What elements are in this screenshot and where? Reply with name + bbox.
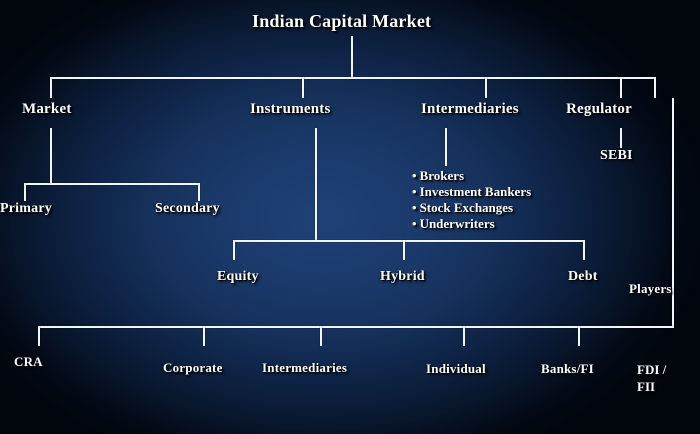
connector-stub-debt (583, 240, 585, 260)
connector-title-stem (351, 36, 353, 77)
bullet-item: Underwriters (412, 216, 531, 232)
connector-players-stem (672, 98, 674, 327)
node-corporate: Corporate (163, 360, 223, 375)
node-sebi: SEBI (600, 148, 633, 163)
connector-stub-equity (233, 240, 235, 260)
connector-market-stem (50, 128, 52, 184)
node-individual: Individual (426, 361, 486, 376)
intermediaries-bullet-list: Brokers Investment Bankers Stock Exchang… (412, 168, 532, 232)
node-market: Market (22, 101, 72, 117)
bullet-item: Investment Bankers (412, 184, 532, 200)
connector-market-bus (24, 183, 200, 185)
node-banks-fi: Banks/FI (541, 361, 594, 376)
connector-stub-individual (463, 326, 465, 346)
node-regulator: Regulator (566, 101, 632, 117)
connector-stub-bus-end (654, 77, 656, 98)
connector-stub-intermediaries-bottom (320, 326, 322, 346)
connector-stub-banks-fi (578, 326, 580, 346)
node-primary: Primary (0, 201, 52, 216)
connector-stub-market (50, 77, 52, 98)
connector-instruments-stem (315, 128, 317, 241)
node-intermediaries-bottom: Intermediaries (262, 360, 348, 375)
bullet-item: Brokers (412, 168, 531, 184)
connector-regulator-stem (620, 128, 622, 148)
connector-stub-secondary (198, 183, 200, 201)
connector-instruments-bus (233, 240, 585, 242)
node-cra: CRA (14, 354, 43, 369)
connector-intermediaries-stem (445, 128, 447, 166)
connector-stub-instruments (302, 77, 304, 98)
connector-players-bus (38, 326, 674, 328)
node-hybrid: Hybrid (380, 269, 425, 284)
connector-level1-bus (50, 77, 656, 79)
connector-stub-hybrid (403, 240, 405, 260)
node-instruments: Instruments (250, 101, 331, 117)
diagram-title: Indian Capital Market (252, 11, 432, 31)
node-players: Players (629, 281, 672, 296)
connector-stub-regulator (620, 77, 622, 98)
node-fdi-fii-line2: FII (637, 379, 656, 394)
node-secondary: Secondary (155, 201, 220, 216)
connector-stub-cra (38, 326, 40, 346)
connector-stub-primary (24, 183, 26, 201)
node-debt: Debt (568, 269, 598, 284)
node-equity: Equity (217, 269, 259, 284)
node-intermediaries: Intermediaries (421, 101, 519, 117)
bullet-item: Stock Exchanges (412, 200, 531, 216)
node-fdi-fii-line1: FDI / (637, 362, 667, 377)
connector-stub-intermediaries (485, 77, 487, 98)
node-fdi-fii: FDI / FII (637, 361, 666, 395)
connector-stub-corporate (203, 326, 205, 346)
